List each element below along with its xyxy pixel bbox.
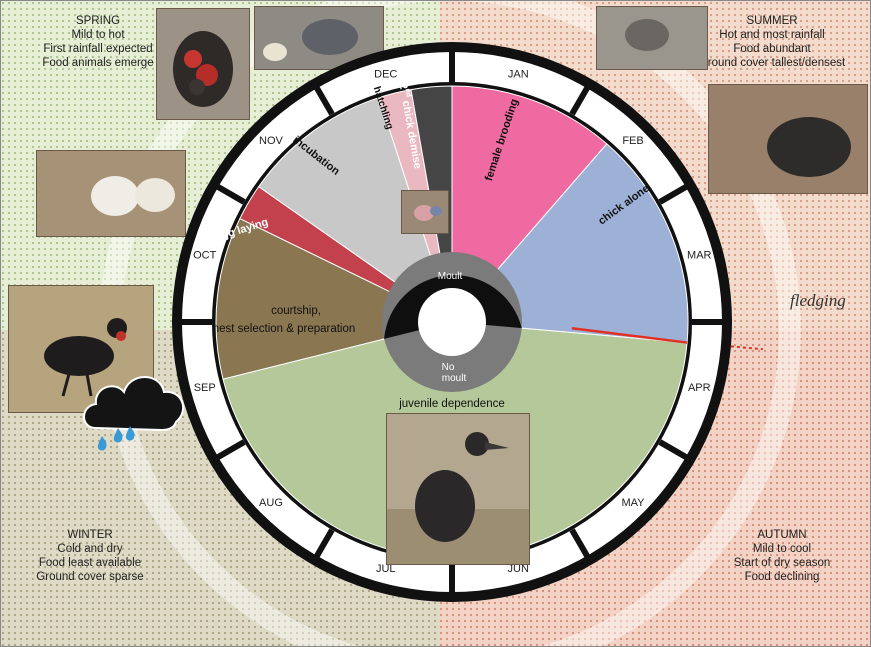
- summer-photo-top: [596, 6, 708, 70]
- rain-cloud-icon: [83, 376, 185, 451]
- month-label-feb: FEB: [622, 135, 643, 147]
- chick-demise-superscript: nd: [403, 88, 411, 98]
- eggs-on-nest-photo: [36, 150, 186, 237]
- female-brooding-sector: [451, 85, 608, 324]
- fledging-label: fledging: [790, 291, 846, 310]
- winter-line-2: Food least available: [38, 557, 142, 569]
- hatchling-thumbnail-photo: [401, 190, 449, 234]
- month-divider: [658, 180, 695, 205]
- summer-line-3: Ground cover tallest/densest: [698, 57, 846, 69]
- month-label-sep: SEP: [194, 382, 216, 394]
- month-label-jan: JAN: [508, 69, 529, 81]
- summer-line-1: Hot and most rainfall: [719, 29, 825, 41]
- month-label-jun: JUN: [508, 563, 529, 575]
- month-label-nov: NOV: [259, 135, 284, 147]
- autumn-line-2: Start of dry season: [733, 557, 831, 569]
- autumn-label: AUTUMN Mild to cool Start of dry season …: [712, 528, 852, 584]
- autumn-line-1: Mild to cool: [752, 543, 812, 555]
- no-moult-label-1: No: [442, 362, 455, 373]
- month-divider: [209, 439, 246, 464]
- winter-line-3: Ground cover sparse: [36, 571, 144, 583]
- hornbill-chicks-in-nest-photo: [156, 8, 250, 120]
- month-label-aug: AUG: [259, 497, 283, 509]
- chick-nest-photo-art: [709, 85, 867, 193]
- month-divider: [658, 439, 695, 464]
- winter-line-1: Cold and dry: [57, 543, 123, 555]
- incubation-sector: [257, 96, 453, 324]
- summer-top-photo-art: [597, 7, 707, 69]
- fledging-marker: [571, 327, 763, 351]
- spring-line-2: First rainfall expected: [43, 43, 153, 55]
- month-divider: [569, 528, 594, 565]
- chick-in-nest-summer-photo: [708, 84, 868, 194]
- juvenile-hornbill-photo: [386, 413, 530, 565]
- month-label-jul: JUL: [376, 563, 396, 575]
- winter-title: WINTER: [67, 529, 113, 541]
- juvenile-dependence-label: juvenile dependence: [398, 398, 505, 410]
- phase-sectors: [215, 85, 689, 559]
- ring-center: [418, 288, 486, 356]
- nest-photo-art: [157, 9, 249, 119]
- adult-hornbill-walking-photo: [8, 285, 154, 413]
- month-label-oct: OCT: [193, 250, 217, 262]
- no-moult-label-2: moult: [442, 373, 467, 384]
- month-label-mar: MAR: [687, 250, 712, 262]
- summer-line-2: Food abundant: [733, 43, 811, 55]
- month-label-apr: APR: [688, 382, 711, 394]
- spring-label: SPRING Mild to hot First rainfall expect…: [28, 14, 168, 70]
- juvenile-photo-art: [387, 414, 529, 564]
- autumn-title: AUTUMN: [757, 529, 807, 541]
- month-divider: [209, 180, 246, 205]
- moult-label: Moult: [438, 271, 463, 282]
- winter-label: WINTER Cold and dry Food least available…: [20, 528, 160, 584]
- eggs-photo-art: [37, 151, 185, 236]
- courtship-label-line-1: courtship,: [271, 305, 321, 317]
- autumn-line-3: Food declining: [744, 571, 820, 583]
- spring-title: SPRING: [75, 15, 121, 27]
- month-label-may: MAY: [622, 497, 646, 509]
- month-divider: [569, 79, 594, 116]
- spring-line-3: Food animals emerge: [42, 57, 154, 69]
- summer-title: SUMMER: [746, 15, 798, 27]
- fledging-line: [571, 327, 688, 344]
- summer-label: SUMMER Hot and most rainfall Food abunda…: [692, 14, 852, 70]
- chick-demise-number: 2: [397, 82, 410, 90]
- month-label-dec: DEC: [374, 69, 397, 81]
- courtship-sector: [215, 217, 454, 380]
- month-divider: [310, 528, 335, 565]
- courtship-label-line-2: nest selection & preparation: [213, 323, 356, 335]
- month-divider: [310, 79, 335, 116]
- spring-line-1: Mild to hot: [71, 29, 125, 41]
- hatchling-photo-art: [402, 191, 448, 233]
- fledging-outer-dash: [730, 345, 763, 351]
